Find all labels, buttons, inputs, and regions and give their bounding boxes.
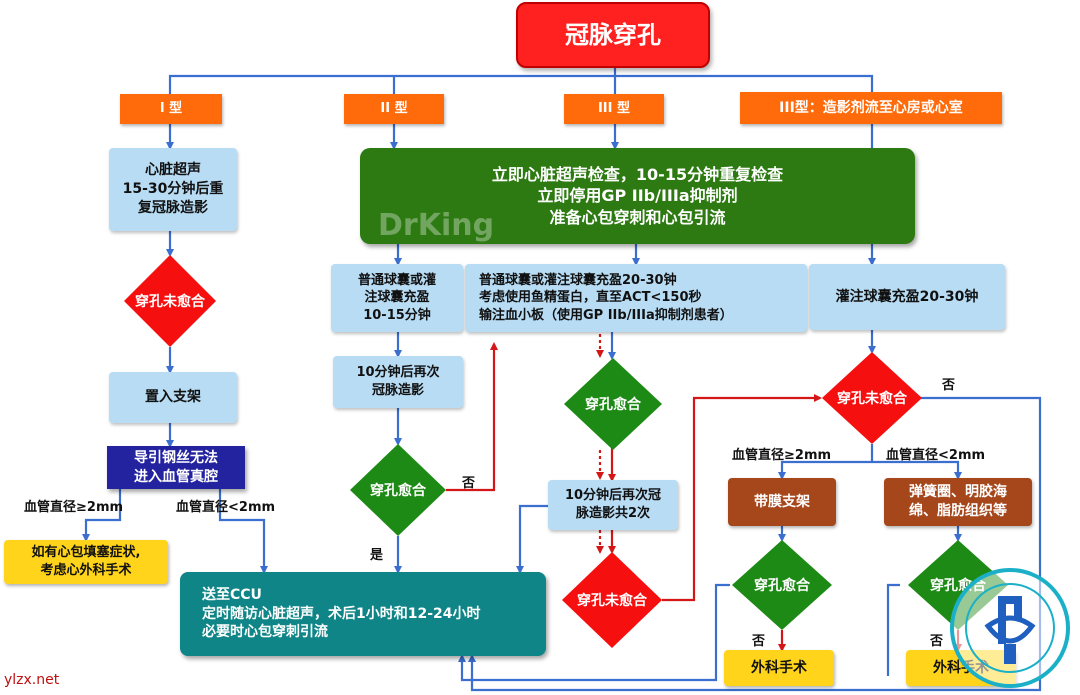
guidewire-box: 导引钢丝无法 进入血管真腔 xyxy=(107,446,245,489)
unhealed-diamond-3: 穿孔未愈合 xyxy=(562,552,662,648)
coil-embolization-box: 弹簧圈、明胶海 绵、脂肪组织等 xyxy=(884,478,1032,526)
link-d4-loop xyxy=(468,396,1042,692)
type-3-label: III 型 xyxy=(564,94,664,124)
type-3-ventricle-label: III型：造影剂流至心房或心室 xyxy=(740,92,1002,124)
type-1-label: I 型 xyxy=(120,94,222,124)
echo-recheck-box: 心脏超声 15-30分钟后重 复冠脉造影 xyxy=(109,148,237,231)
label-diameter-ge2-right: 血管直径≥2mm xyxy=(732,448,832,463)
perfusion-balloon-box: 灌注球囊充盈20-30钟 xyxy=(809,264,1005,330)
link-title-bus xyxy=(168,74,874,94)
page-title: 冠脉穿孔 xyxy=(516,2,710,68)
link-gw-ccu xyxy=(218,489,268,574)
healed-diamond-2: 穿孔愈合 xyxy=(350,444,446,536)
link-gw-surgery xyxy=(82,489,122,542)
repeat-angio-twice-box: 10分钟后再次冠 脉造影共2次 xyxy=(548,480,678,530)
label-no-b: 否 xyxy=(930,634,944,649)
link-da-loop xyxy=(458,583,730,682)
unhealed-diamond-1: 穿孔未愈合 xyxy=(124,255,216,347)
label-no-1: 否 xyxy=(462,476,476,491)
immediate-actions-box: 立即心脏超声检查，10-15分钟重复检查 立即停用GP IIb/IIIa抑制剂 … xyxy=(360,148,915,244)
type-2-label: II 型 xyxy=(344,94,444,124)
label-no-a: 否 xyxy=(752,634,766,649)
ccu-followup-box: 送至CCU 定时随访心脏超声，术后1小时和12-24小时 必要时心包穿刺引流 xyxy=(180,572,546,656)
surgery-consider-box: 如有心包填塞症状, 考虑心外科手术 xyxy=(4,540,168,584)
label-diameter-ge2-left: 血管直径≥2mm xyxy=(24,500,124,515)
repeat-angio-box: 10分钟后再次 冠脉造影 xyxy=(333,356,463,408)
drking-watermark: DrKing xyxy=(378,208,495,243)
link-db-loop xyxy=(886,583,900,676)
healed-diamond-3: 穿孔愈合 xyxy=(564,358,662,450)
link-repeat2-ccu xyxy=(516,504,548,574)
balloon-protamine-box: 普通球囊或灌注球囊充盈20-30钟 考虑使用鱼精蛋白，直至ACT<150秒 输注… xyxy=(465,264,807,332)
site-watermark: ylzx.net xyxy=(4,672,60,688)
surgery-box-a: 外科手术 xyxy=(724,650,834,686)
link-d2-no-loop xyxy=(446,342,498,492)
label-diameter-lt2-right: 血管直径<2mm xyxy=(886,448,986,463)
unhealed-diamond-4: 穿孔未愈合 xyxy=(822,352,922,444)
stent-box: 置入支架 xyxy=(109,372,237,423)
label-no-2: 否 xyxy=(942,378,956,393)
balloon-10-15-box: 普通球囊或灌 注球囊充盈 10-15分钟 xyxy=(331,264,463,332)
healed-diamond-a: 穿孔愈合 xyxy=(732,540,832,630)
club-logo-icon xyxy=(950,568,1070,688)
link-split-coil xyxy=(872,460,962,480)
label-yes-1: 是 xyxy=(370,548,384,563)
link-split-stent xyxy=(778,460,872,480)
link-d3u-d4 xyxy=(662,394,822,602)
covered-stent-box: 带膜支架 xyxy=(728,478,836,526)
label-diameter-lt2-left: 血管直径<2mm xyxy=(176,500,276,515)
